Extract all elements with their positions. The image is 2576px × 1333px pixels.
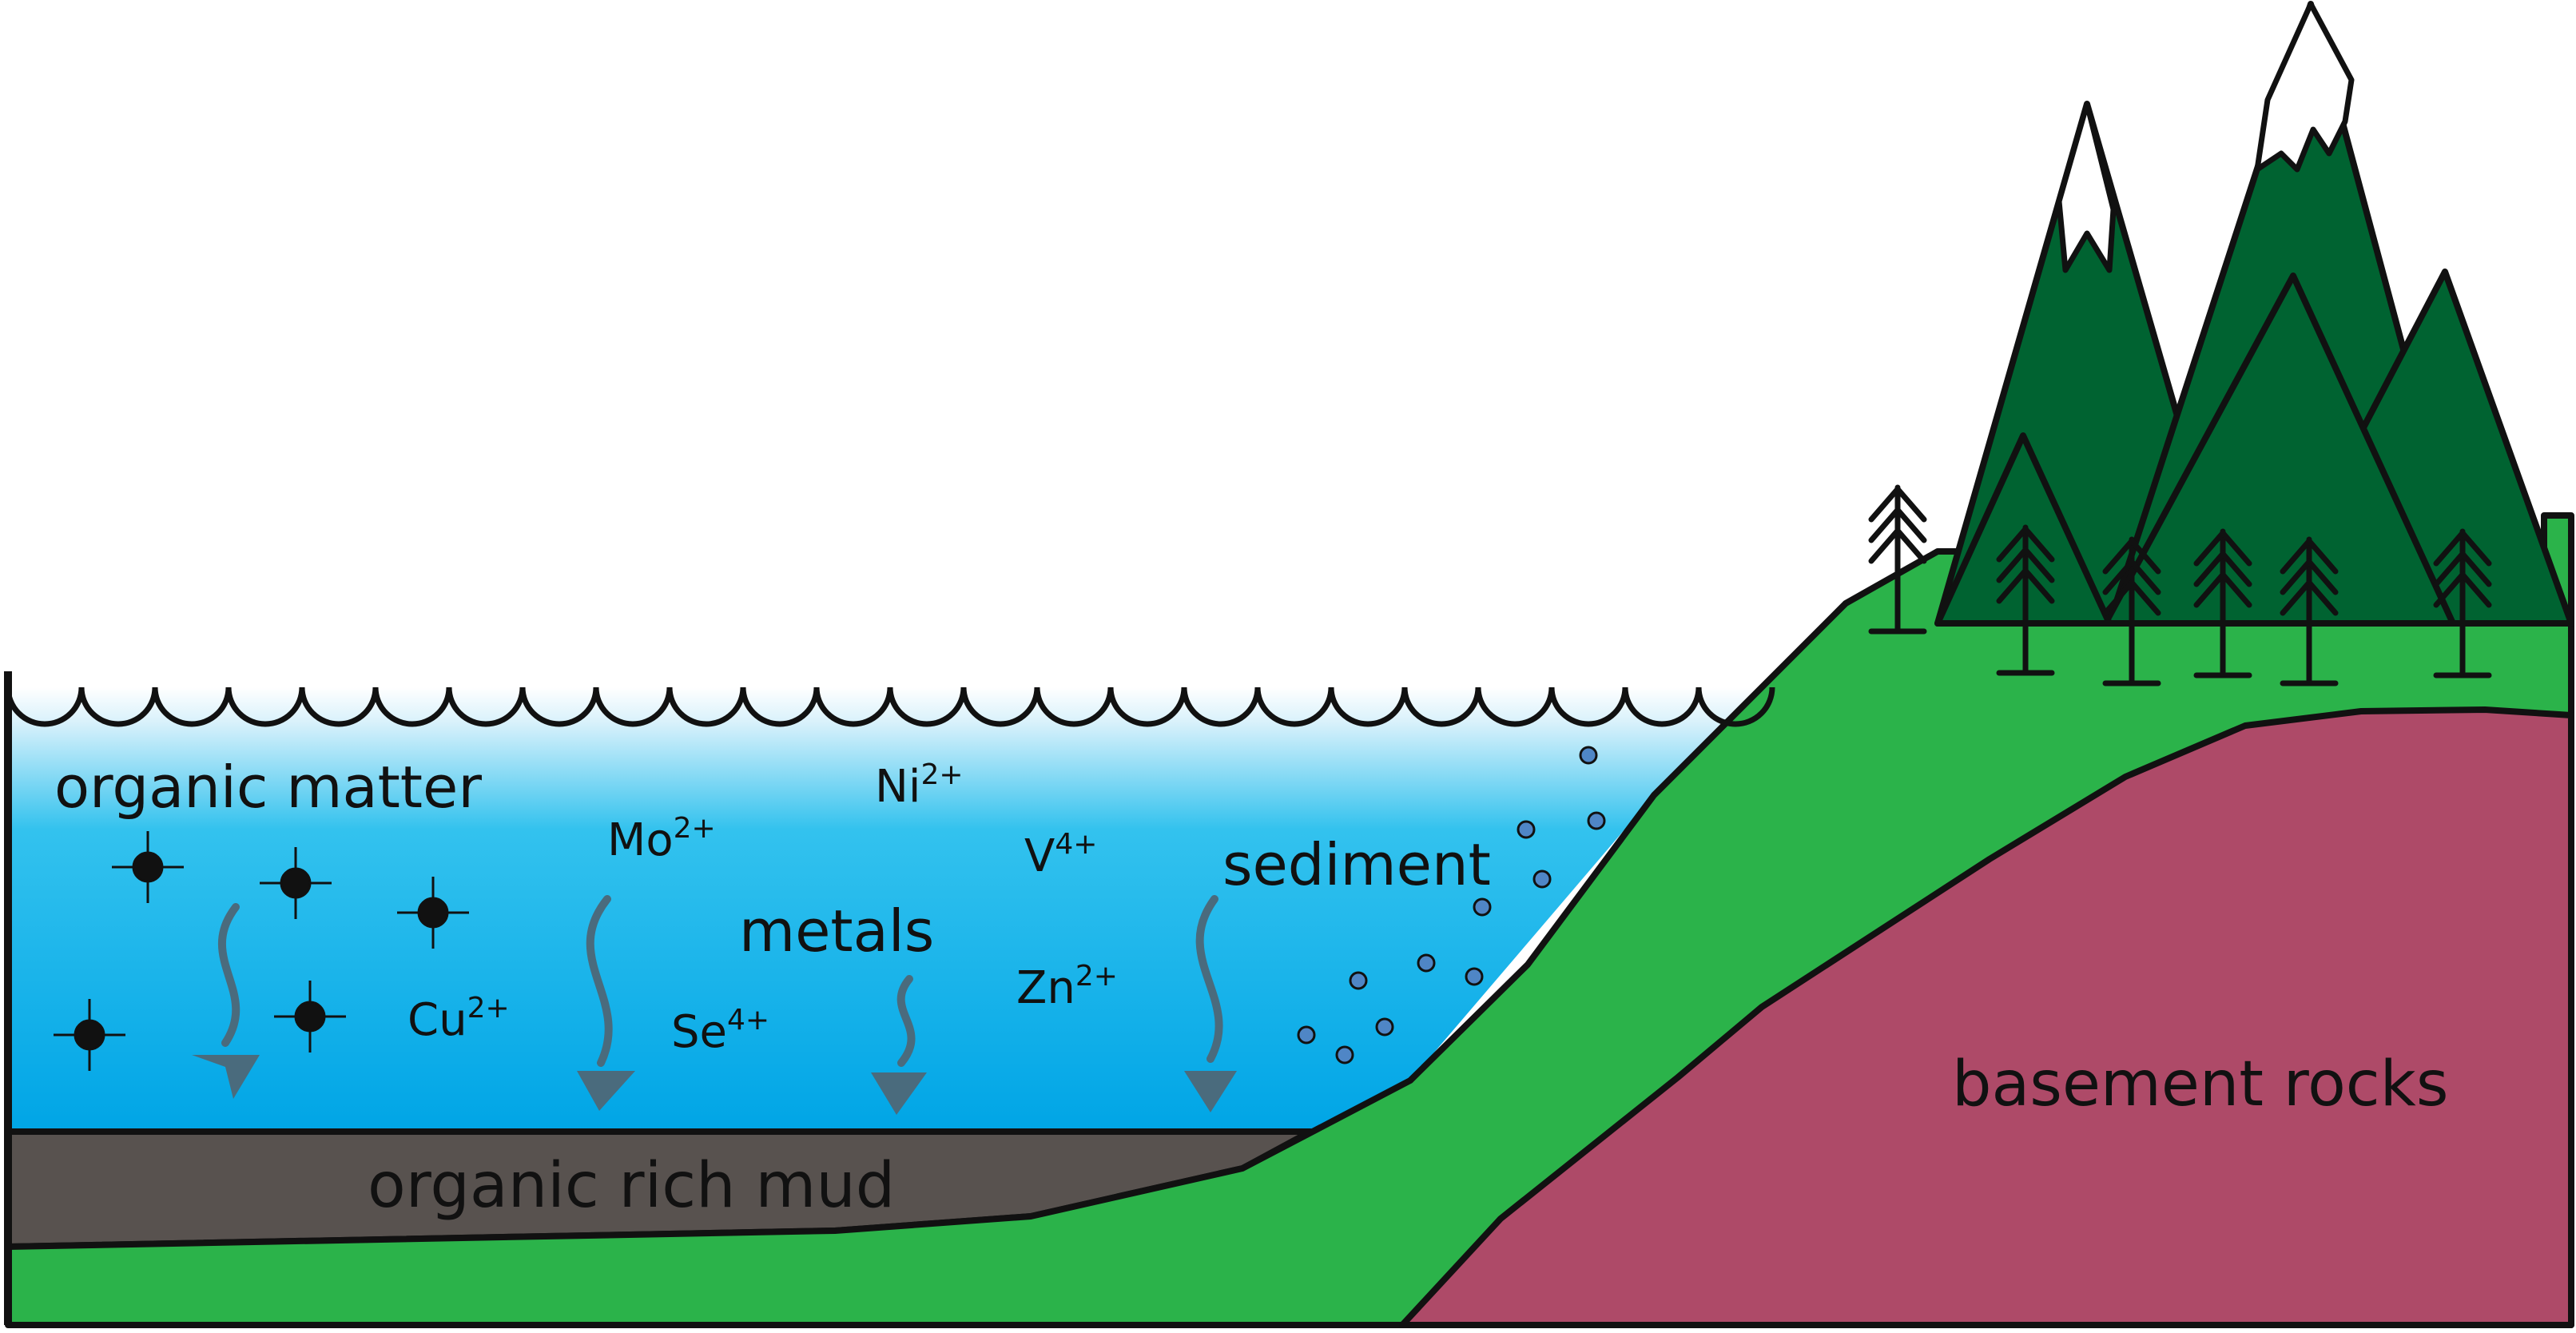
ion-v: V4+ [1024, 828, 1097, 882]
sediment-grain [1532, 869, 1552, 889]
basement-rocks [1399, 706, 2574, 1328]
ion-mo: Mo2+ [607, 812, 716, 866]
sediment-grain [1375, 1017, 1394, 1037]
sediment-grain [1349, 971, 1368, 990]
organic-particle [54, 999, 125, 1071]
ion-se: Se4+ [671, 1004, 769, 1058]
settling-arrow-head [192, 1055, 260, 1099]
water-body [8, 687, 1766, 1132]
mountain-left-snowcap [2056, 101, 2117, 273]
sediment-grain [1297, 1025, 1316, 1045]
water-surface-waves [5, 686, 1775, 727]
label-metals: metals [739, 897, 934, 965]
settling-arrow [1195, 895, 1223, 1063]
settling-arrow [586, 895, 613, 1067]
sediment-grains [1297, 746, 1606, 1064]
label-sediment: sediment [1222, 831, 1491, 898]
settling-arrows [192, 895, 1237, 1115]
settling-arrow [217, 903, 241, 1047]
sediment-grain [1517, 820, 1536, 839]
settling-arrow [896, 975, 916, 1067]
sediment-grain [1473, 897, 1492, 917]
mountain-center-snowcap [2254, 1, 2355, 173]
organic-particles [54, 831, 469, 1071]
trees [1868, 484, 2492, 686]
sediment-grain [1579, 746, 1598, 765]
settling-arrow-head [871, 1072, 927, 1115]
label-organic-matter: organic matter [54, 754, 482, 821]
label-organic-rich-mud: organic rich mud [368, 1150, 895, 1222]
label-basement-rocks: basement rocks [1952, 1048, 2449, 1120]
ion-zn: Zn2+ [1016, 960, 1118, 1014]
sediment-grain [1417, 953, 1436, 973]
organic-particle [112, 831, 184, 903]
ion-ni: Ni2+ [875, 758, 964, 813]
tree-icon [2193, 528, 2252, 678]
sediment-grain [1335, 1045, 1354, 1064]
sediment-grain [1587, 811, 1606, 830]
sediment-grain [1465, 967, 1484, 986]
organic-particle [274, 981, 346, 1052]
tree-icon [1868, 484, 1927, 635]
mountains [1934, 1, 2574, 627]
ion-cu: Cu2+ [407, 992, 510, 1046]
organic-particle [260, 847, 332, 919]
tree-icon [2280, 536, 2339, 686]
tree-icon [2433, 528, 2492, 678]
settling-arrow-head [1184, 1071, 1237, 1112]
settling-arrow-head [577, 1071, 635, 1111]
tree-icon [2102, 536, 2161, 686]
organic-particle [397, 877, 469, 949]
tree-icon [1996, 524, 2055, 676]
